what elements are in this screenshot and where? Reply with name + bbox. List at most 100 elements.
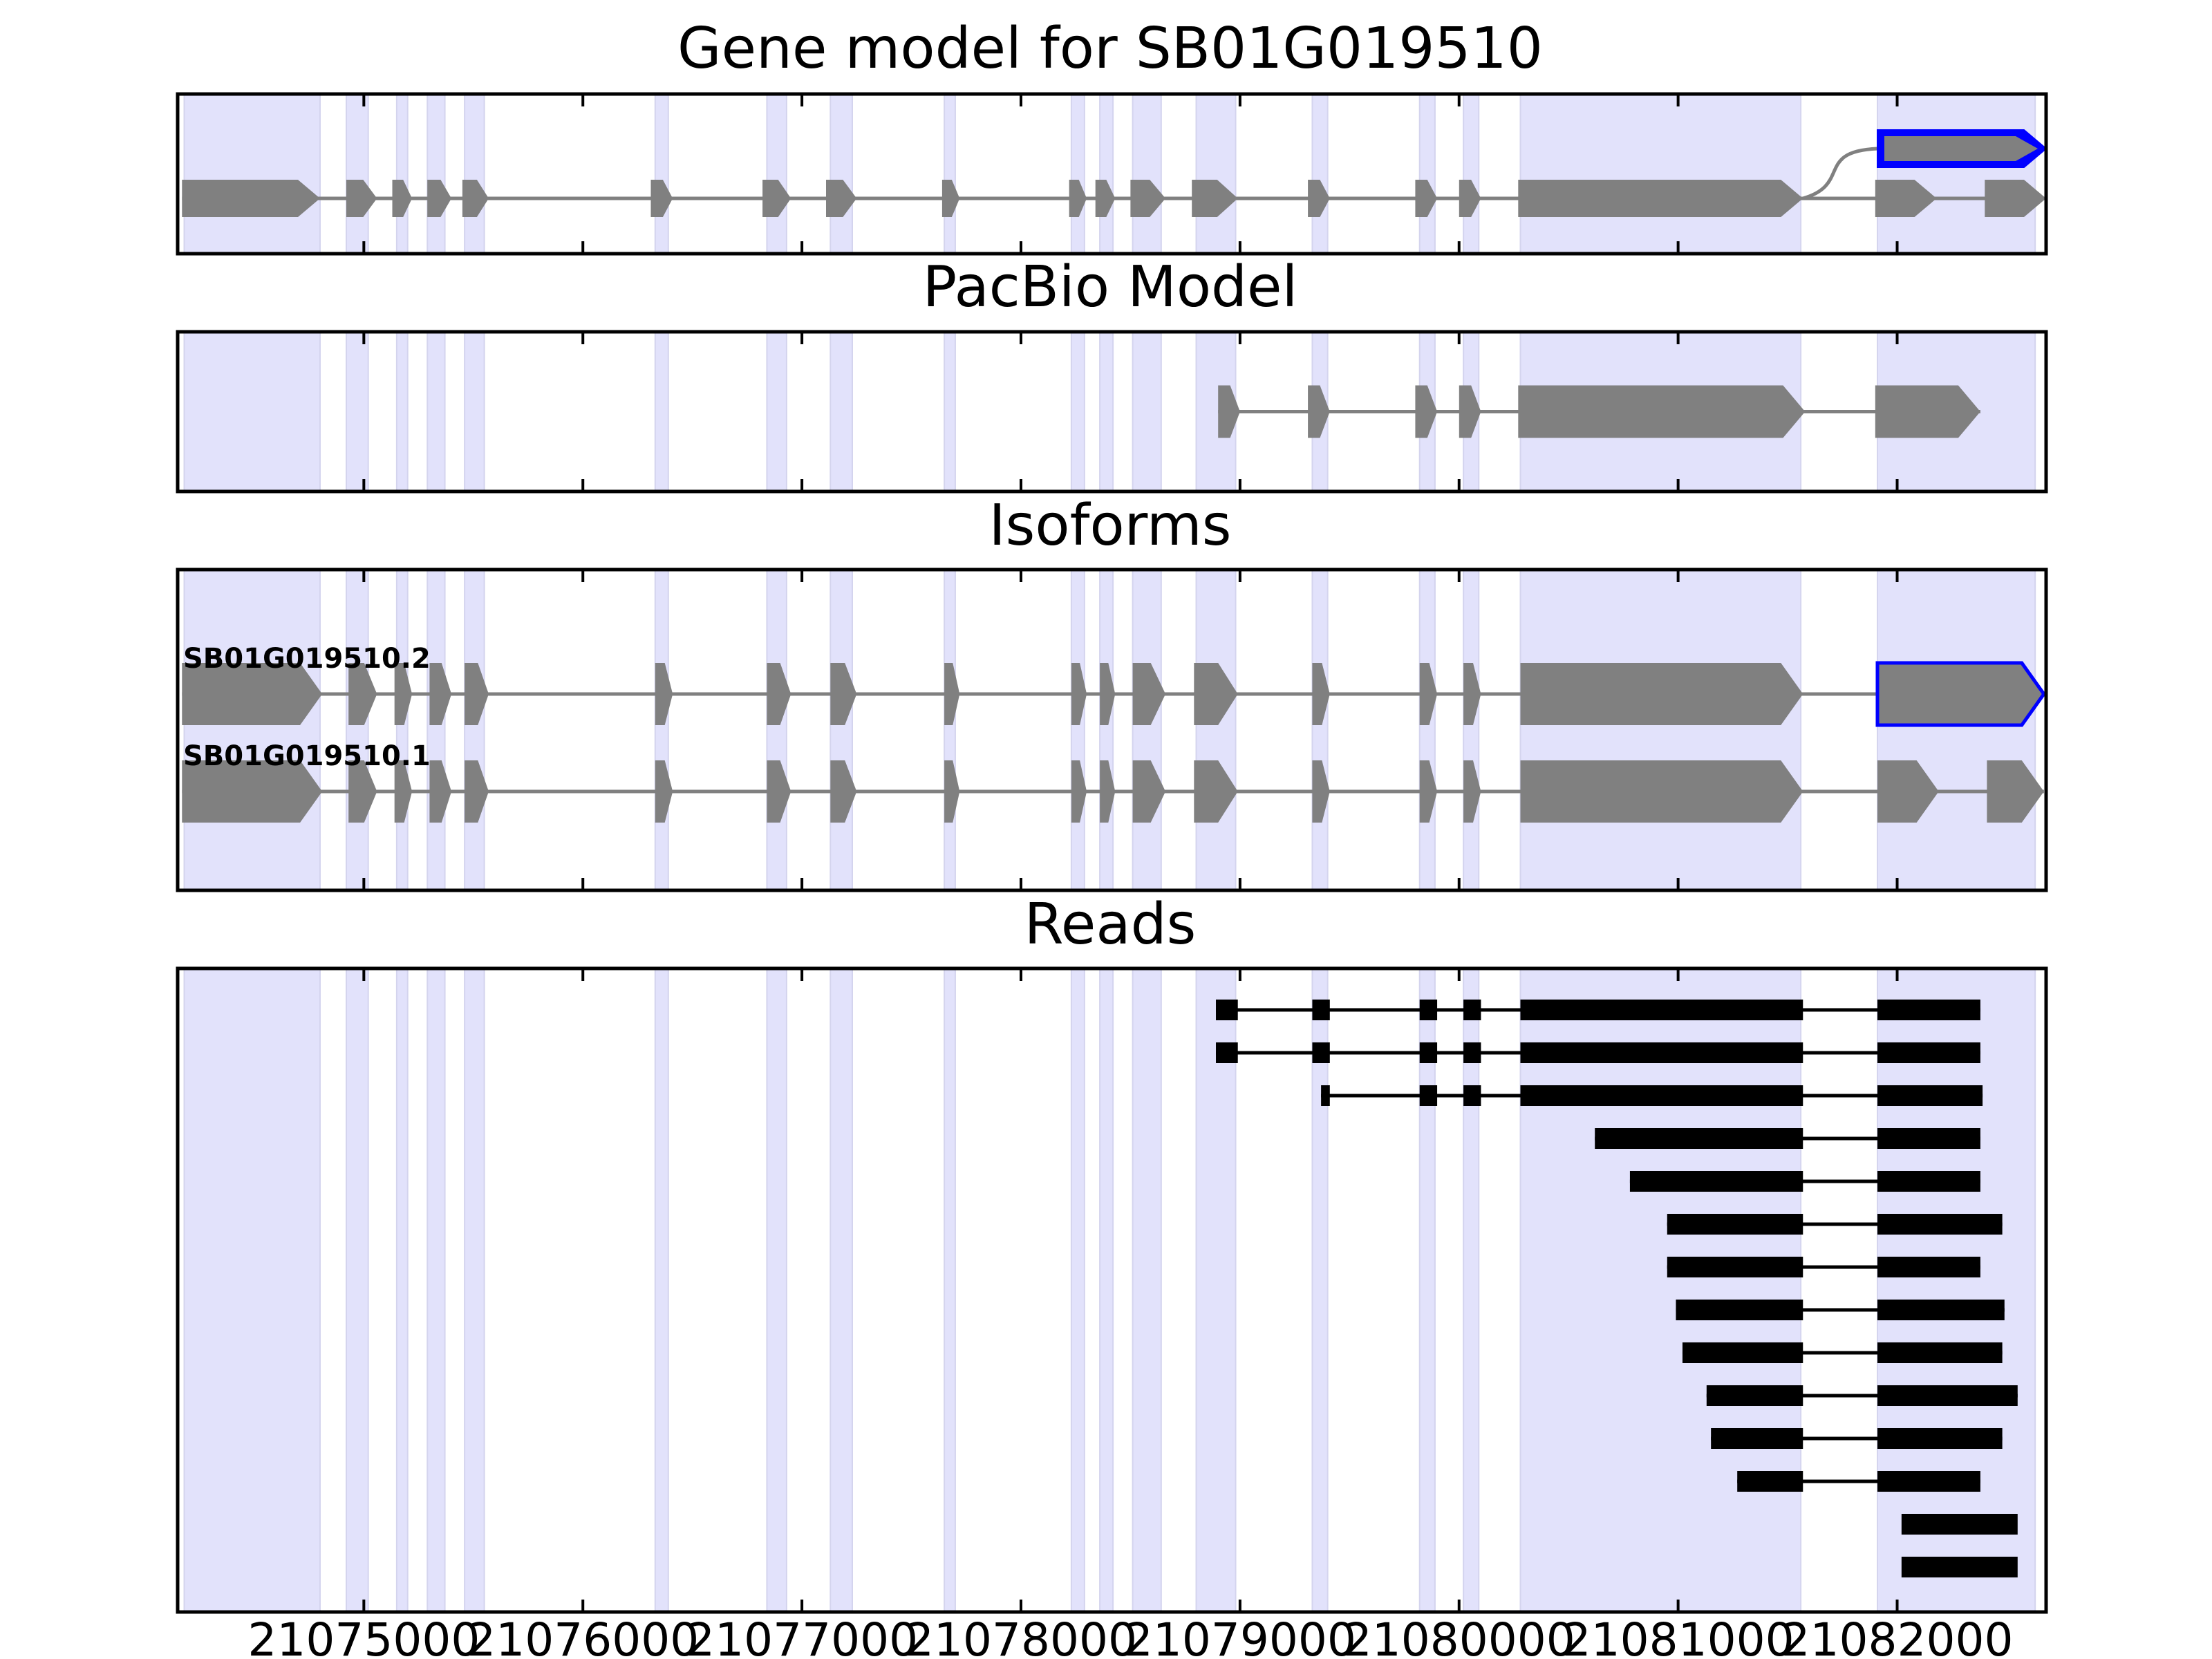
exon-shading-band-p1-7 — [830, 331, 853, 492]
exon-shading-band-p0-1 — [345, 93, 369, 254]
exon-shading-band-p0-0 — [183, 93, 321, 254]
read-block-0-1 — [1312, 1000, 1330, 1020]
exon-shading-band-p0-4 — [464, 93, 485, 254]
exon-p0-t0-16 — [1518, 180, 1803, 217]
exon-p2-t1-6 — [767, 760, 791, 823]
panel-frame-0 — [176, 92, 2048, 256]
exon-shading-band-p2-11 — [1132, 569, 1162, 891]
exon-shading-band-p1-4 — [464, 331, 485, 492]
exon-shading-band-p0-17 — [1877, 93, 2036, 254]
exon-shading-band-p2-10 — [1099, 569, 1114, 891]
x-tick-label-2: 21077000 — [686, 1613, 918, 1659]
exon-shading-band-p3-13 — [1311, 968, 1329, 1613]
x-tick-label-1: 21076000 — [467, 1613, 699, 1659]
exon-p2-t0-3 — [429, 663, 452, 725]
exon-shading-band-p2-6 — [766, 569, 787, 891]
exon-p2-t0-7 — [830, 663, 857, 725]
x-tick-label-7: 21082000 — [1781, 1613, 2014, 1659]
read-block-3-1 — [1877, 1128, 1980, 1149]
exon-p2-t1-0 — [182, 760, 323, 823]
exon-shading-band-p0-6 — [766, 93, 787, 254]
exon-p0-t0-10 — [1095, 180, 1116, 217]
exon-p1-t0-5 — [1875, 385, 1980, 438]
read-block-7-0 — [1676, 1300, 1803, 1320]
exon-shading-band-p3-6 — [766, 968, 787, 1613]
exon-p0-t0-17 — [1875, 180, 1937, 217]
exon-shading-band-p2-9 — [1070, 569, 1085, 891]
plot-layer: SB01G019510.2SB01G019510.121075000210760… — [176, 92, 2048, 1659]
exon-shading-band-p0-11 — [1132, 93, 1162, 254]
exon-p2-t0-14 — [1419, 663, 1438, 725]
exon-p0-t0-13 — [1308, 180, 1330, 217]
exon-p1-t0-2 — [1415, 385, 1438, 438]
exon-shading-band-p2-3 — [427, 569, 446, 891]
exon-shading-band-p1-11 — [1132, 331, 1162, 492]
exon-shading-band-p1-1 — [345, 331, 369, 492]
exon-p0-t0-9 — [1069, 180, 1087, 217]
exon-shading-band-p3-7 — [830, 968, 853, 1613]
exon-p2-t0-8 — [944, 663, 960, 725]
exon-p2-t1-14 — [1419, 760, 1438, 823]
exon-p2-t0-12 — [1194, 663, 1238, 725]
read-block-2-0 — [1321, 1085, 1330, 1106]
exon-p0-t0-1 — [346, 180, 377, 217]
exon-shading-band-p2-1 — [345, 569, 369, 891]
exon-shading-band-p3-5 — [654, 968, 669, 1613]
exon-shading-band-p1-8 — [944, 331, 956, 492]
exon-shading-band-p0-9 — [1070, 93, 1085, 254]
read-block-1-5 — [1877, 1042, 1980, 1063]
isoform-label-0: SB01G019510.2 — [183, 643, 431, 675]
exon-p2-t1-9 — [1071, 760, 1087, 823]
read-block-12-0 — [1901, 1514, 2018, 1535]
exon-shading-band-p0-5 — [654, 93, 669, 254]
read-block-0-4 — [1520, 1000, 1803, 1020]
exon-p2-t1-18 — [1987, 760, 2044, 823]
read-block-6-1 — [1877, 1257, 1980, 1277]
exon-shading-band-p1-3 — [427, 331, 446, 492]
exon-shading-band-p1-5 — [654, 331, 669, 492]
read-block-2-2 — [1463, 1085, 1481, 1106]
exon-shading-band-p2-13 — [1311, 569, 1329, 891]
exon-shading-band-p3-3 — [427, 968, 446, 1613]
exon-p2-t0-6 — [767, 663, 791, 725]
exon-shading-band-p3-1 — [345, 968, 369, 1613]
exon-p2-t1-8 — [944, 760, 960, 823]
exon-p2-t0-4 — [465, 663, 489, 725]
exon-p2-t0-0 — [182, 663, 323, 725]
exon-p0-t0-5 — [650, 180, 673, 217]
read-block-5-1 — [1877, 1214, 2003, 1235]
branch-connector-p0 — [1802, 147, 1878, 200]
exon-shading-band-p2-16 — [1519, 569, 1802, 891]
read-block-1-0 — [1216, 1042, 1238, 1063]
exon-shading-band-p2-7 — [830, 569, 853, 891]
exon-p2-t1-16 — [1520, 760, 1803, 823]
exon-p2-t0-15 — [1463, 663, 1481, 725]
isoform-label-1: SB01G019510.1 — [183, 740, 431, 772]
exon-p2-t1-11 — [1132, 760, 1166, 823]
exon-shading-band-p3-14 — [1418, 968, 1436, 1613]
read-block-1-1 — [1312, 1042, 1330, 1063]
exon-p0-t0-7 — [826, 180, 857, 217]
highlight-exon-p2-t0-0 — [1875, 661, 2046, 727]
read-block-11-1 — [1877, 1471, 1980, 1492]
exon-shading-band-p2-12 — [1195, 569, 1237, 891]
exon-shading-band-p0-16 — [1519, 93, 1802, 254]
exon-shading-band-p2-0 — [183, 569, 321, 891]
read-block-0-5 — [1877, 1000, 1980, 1020]
read-block-11-0 — [1737, 1471, 1803, 1492]
exon-p0-t0-8 — [941, 180, 960, 217]
exon-shading-band-p0-3 — [427, 93, 446, 254]
exon-shading-band-p0-15 — [1463, 93, 1480, 254]
read-block-1-3 — [1463, 1042, 1481, 1063]
exon-shading-band-p3-8 — [944, 968, 956, 1613]
exon-p0-t0-11 — [1130, 180, 1166, 217]
exon-shading-band-p3-4 — [464, 968, 485, 1613]
x-tick-label-5: 21080000 — [1343, 1613, 1575, 1659]
read-block-6-0 — [1667, 1257, 1803, 1277]
read-block-4-0 — [1629, 1171, 1803, 1192]
exon-p2-t1-13 — [1312, 760, 1330, 823]
read-block-10-0 — [1711, 1428, 1803, 1449]
read-block-8-1 — [1877, 1342, 2003, 1363]
panel-title-gene-model: Gene model for SB01G019510 — [677, 16, 1543, 82]
panel-frame-2 — [176, 568, 2048, 892]
